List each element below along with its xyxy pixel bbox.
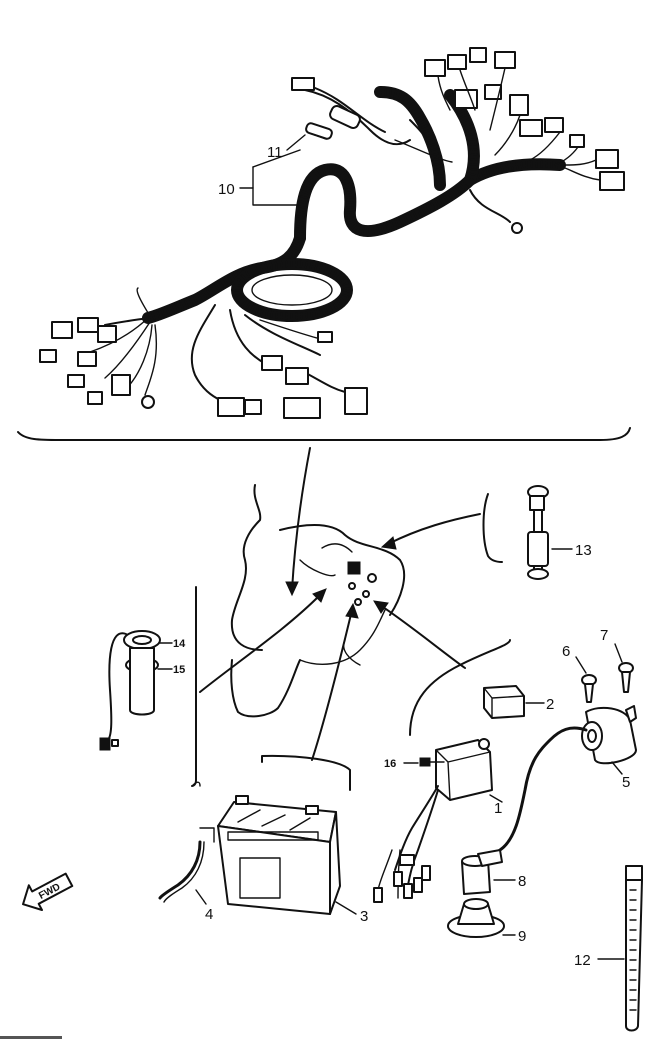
- callout-14: 14: [173, 638, 186, 650]
- callout-8: 8: [518, 873, 526, 890]
- part-8-plug-cap: [461, 849, 503, 895]
- callout-11: 11: [267, 144, 283, 161]
- frame-outline: [230, 484, 406, 718]
- part-5-ignition-coil: [483, 705, 637, 860]
- callout-2: 2: [546, 696, 554, 713]
- part-1-cdi-unit: [373, 738, 493, 903]
- part-16-bolt: [419, 757, 445, 767]
- fuse-part: [305, 122, 333, 140]
- leader-7: [614, 643, 623, 663]
- part-4-breather-hose: [158, 827, 215, 903]
- battery-bracket: [261, 754, 351, 791]
- callout-5: 5: [622, 774, 630, 791]
- callout-6: 6: [562, 643, 570, 660]
- callout-7: 7: [600, 627, 608, 644]
- callout-16: 16: [384, 758, 396, 770]
- leader-1: [489, 794, 503, 803]
- part-12-cable-tie: [625, 865, 643, 1032]
- part-13-fuel-sender: [482, 485, 549, 580]
- leader-4: [195, 889, 207, 905]
- bracket-leader-10: [252, 166, 299, 206]
- relay-center-part: [347, 561, 361, 575]
- callout-9: 9: [518, 928, 526, 945]
- part-6-screw: [581, 674, 597, 703]
- callout-15: 15: [173, 664, 185, 676]
- connection-arrows: [199, 447, 481, 761]
- callout-3: 3: [360, 908, 368, 925]
- callout-10: 10: [218, 181, 235, 198]
- leader-3: [335, 901, 357, 915]
- part-3-battery: [217, 754, 351, 915]
- part-7-screw: [618, 662, 634, 693]
- callout-4: 4: [205, 906, 213, 923]
- leader-5: [611, 761, 623, 775]
- leader-11-a: [252, 149, 301, 168]
- part-2-relay: [409, 639, 525, 736]
- leader-11: [286, 134, 306, 151]
- scan-artifact: [0, 1036, 62, 1039]
- harness-group-bracket: [17, 427, 631, 441]
- callout-1: 1: [494, 800, 502, 817]
- wire-harness: [39, 47, 625, 419]
- callout-12: 12: [574, 952, 591, 969]
- callout-13: 13: [575, 542, 592, 559]
- fwd-direction-arrow: FWD: [22, 872, 74, 911]
- part-14-15-sensor: [99, 586, 201, 787]
- part-9-boot: [447, 898, 505, 938]
- leader-6: [575, 656, 587, 674]
